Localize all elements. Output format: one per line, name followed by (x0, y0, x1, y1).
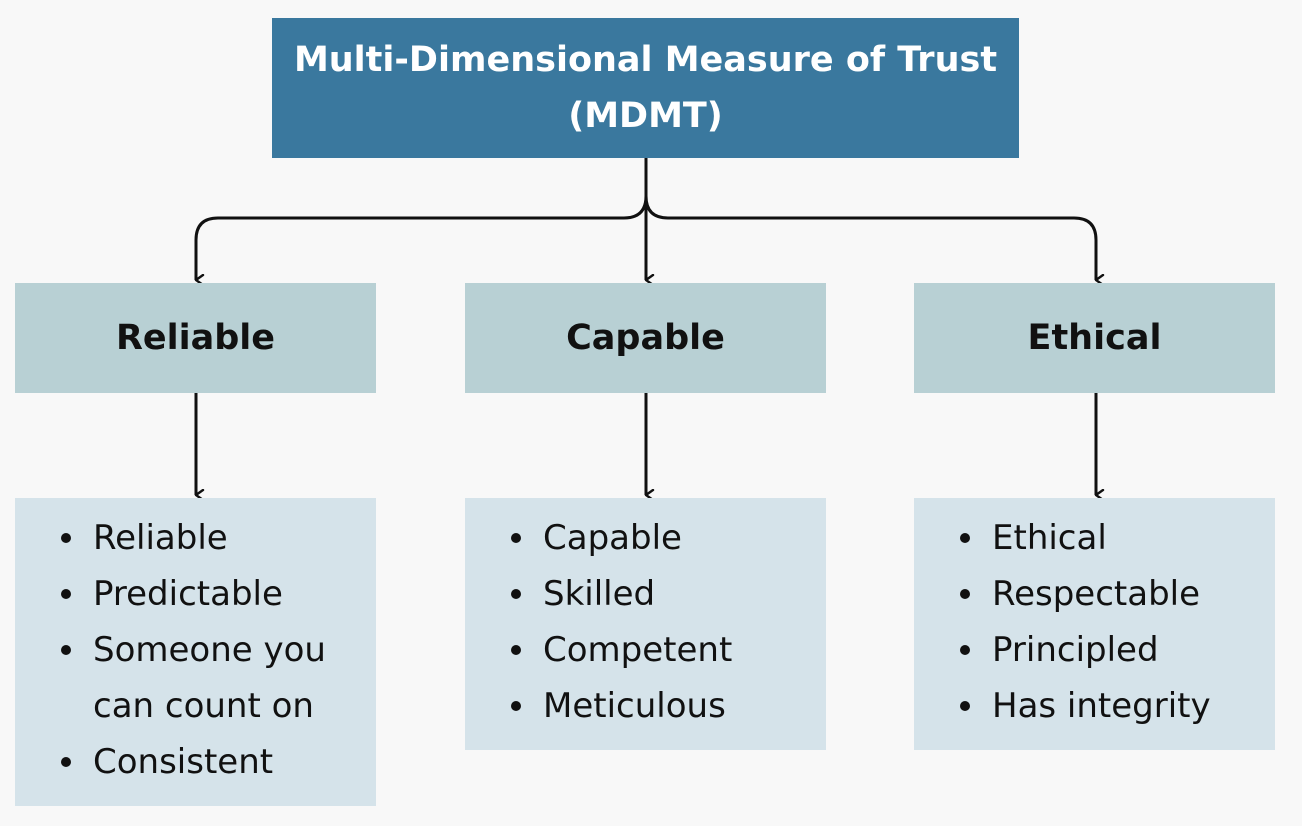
root-node: Multi-Dimensional Measure of Trust (MDMT… (272, 18, 1019, 158)
list-item: Skilled (509, 566, 816, 622)
list-item: Predictable (59, 566, 366, 622)
root-subtitle: (MDMT) (568, 96, 723, 136)
dimension-ethical: Ethical (914, 283, 1275, 393)
list-item: Principled (958, 622, 1265, 678)
capable-items-list: Capable Skilled Competent Meticulous (509, 510, 816, 734)
reliable-items-box: Reliable Predictable Someone you can cou… (15, 498, 376, 806)
list-item: Has integrity (958, 678, 1265, 734)
dimension-reliable: Reliable (15, 283, 376, 393)
ethical-items-box: Ethical Respectable Principled Has integ… (914, 498, 1275, 750)
connector-root-to-reliable (194, 158, 648, 280)
list-item: Ethical (958, 510, 1265, 566)
connector-root-to-ethical (644, 158, 1096, 280)
capable-items-box: Capable Skilled Competent Meticulous (465, 498, 826, 750)
list-item: Capable (509, 510, 816, 566)
dimension-reliable-label: Reliable (115, 318, 276, 358)
list-item: Respectable (958, 566, 1265, 622)
dimension-capable: Capable (465, 283, 826, 393)
list-item: Consistent (59, 734, 366, 790)
ethical-items-list: Ethical Respectable Principled Has integ… (958, 510, 1265, 734)
list-item: Competent (509, 622, 816, 678)
list-item: Meticulous (509, 678, 816, 734)
reliable-items-list: Reliable Predictable Someone you can cou… (59, 510, 366, 790)
dimension-capable-label: Capable (566, 318, 725, 358)
dimension-ethical-label: Ethical (1027, 318, 1162, 358)
list-item: Someone you can count on (59, 622, 366, 734)
list-item: Reliable (59, 510, 366, 566)
root-title: Multi-Dimensional Measure of Trust (293, 40, 998, 80)
